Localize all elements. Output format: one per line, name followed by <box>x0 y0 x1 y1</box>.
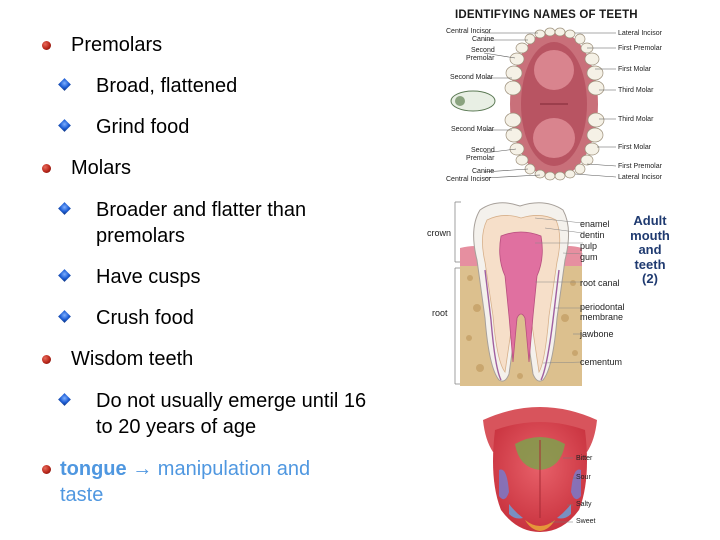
caption-line: mouth <box>630 227 670 243</box>
caption-line: and <box>638 242 662 257</box>
right-arrow-icon: → <box>132 458 153 480</box>
red-bullet-icon <box>42 355 51 364</box>
label-central-incisor: Central Incisor <box>446 176 492 183</box>
label-sweet: Sweet <box>576 518 596 525</box>
label-jawbone: jawbone <box>580 329 614 339</box>
caption-line: Adult <box>633 213 667 228</box>
label-first-molar: First Molar <box>618 66 652 73</box>
label-crown: crown <box>427 228 452 238</box>
label-premolar: Premolar <box>466 55 495 62</box>
tooth-cross-section-illustration <box>454 201 584 386</box>
label-second-molar: Second Molar <box>450 74 494 81</box>
label-premolar: Premolar <box>466 155 495 162</box>
label-canine: Canine <box>472 168 495 175</box>
label-pulp: pulp <box>580 241 598 251</box>
label-lateral-incisor: Lateral Incisor <box>618 174 662 181</box>
label-first-premolar: First Premolar <box>618 45 662 52</box>
label-canine: Canine <box>472 36 495 43</box>
label-sour: Sour <box>576 474 591 481</box>
blue-diamond-bullet-icon <box>58 310 71 323</box>
label-central-incisor: Central Incisor <box>446 28 492 35</box>
label-membrane: membrane <box>580 312 624 322</box>
label-cementum: cementum <box>580 357 623 367</box>
label-first-premolar: First Premolar <box>618 163 662 170</box>
tongue-word: tongue <box>60 458 127 480</box>
label-gum: gum <box>580 252 598 262</box>
red-bullet-icon <box>42 164 51 173</box>
dental-arch-illustration <box>450 27 617 181</box>
label-root-canal: root canal <box>580 278 620 288</box>
label-dentin: dentin <box>580 230 605 240</box>
label-third-molar: Third Molar <box>618 87 654 94</box>
label-lateral-incisor: Lateral Incisor <box>618 30 662 37</box>
caption-line: teeth <box>634 256 666 272</box>
label-salty: Salty <box>576 501 592 508</box>
label-third-molar: Third Molar <box>618 116 654 123</box>
bullet-text: tongue → manipulation and taste <box>60 456 350 508</box>
sub-bullet-text: Crush food <box>96 307 194 329</box>
sub-bullet-text: Grind food <box>96 116 190 138</box>
label-enamel: enamel <box>580 219 610 229</box>
label-second: Second <box>471 147 495 154</box>
label-second: Second <box>471 47 495 54</box>
logo-badge <box>450 90 496 112</box>
label-bitter: Bitter <box>576 455 593 462</box>
bullet-text: Molars <box>71 157 132 179</box>
label-root: root <box>432 308 448 318</box>
sub-bullet-text: Have cusps <box>96 266 201 288</box>
label-first-molar: First Molar <box>618 144 652 151</box>
red-bullet-icon <box>42 41 51 50</box>
figure-caption: Adult mouth and teeth (2) <box>624 213 676 287</box>
blue-diamond-bullet-icon <box>58 393 71 406</box>
blue-diamond-bullet-icon <box>58 119 71 132</box>
teeth-figure-title: IDENTIFYING NAMES OF TEETH <box>455 9 638 21</box>
blue-diamond-bullet-icon <box>58 269 71 282</box>
sub-bullet-text: Do not usually emerge until 16 to 20 yea… <box>96 390 367 438</box>
label-second-molar: Second Molar <box>451 126 495 133</box>
caption-line: (2) <box>642 271 658 286</box>
tongue-taste-map-illustration <box>483 407 597 532</box>
tongue-description: manipulation and taste <box>60 458 311 506</box>
red-bullet-icon <box>42 465 51 474</box>
label-periodontal: periodontal <box>580 302 625 312</box>
sub-bullet-text: Broader and flatter than premolars <box>96 199 307 247</box>
blue-diamond-bullet-icon <box>58 78 71 91</box>
blue-diamond-bullet-icon <box>58 202 71 215</box>
bullet-text: Premolars <box>71 34 163 56</box>
sub-bullet-text: Broad, flattened <box>96 75 238 97</box>
bullet-text: Wisdom teeth <box>71 348 194 370</box>
